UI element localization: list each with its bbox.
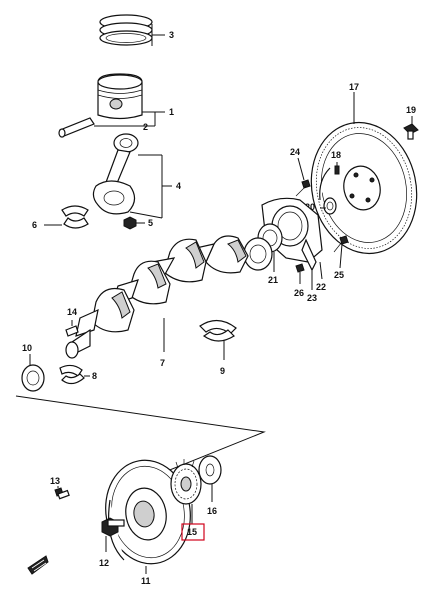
callout-4: 4: [176, 181, 181, 191]
front-oil-seal[interactable]: [21, 364, 45, 392]
callout-6: 6: [32, 220, 37, 230]
callout-19: 19: [406, 105, 416, 115]
callout-26: 26: [294, 288, 304, 298]
callout-13: 13: [50, 476, 60, 486]
flywheel-spacer[interactable]: [323, 197, 337, 215]
rod-bearings[interactable]: [61, 205, 89, 229]
housing-bolt-26[interactable]: [295, 263, 305, 273]
callout-21: 21: [268, 275, 278, 285]
callout-16: 16: [207, 506, 217, 516]
main-bearings[interactable]: [199, 319, 237, 342]
callout-17: 17: [349, 82, 359, 92]
callout-20: 20: [305, 202, 315, 212]
housing-bolt-25[interactable]: [333, 235, 349, 253]
callout-15: 15: [187, 527, 197, 537]
piston-rings[interactable]: [99, 14, 153, 46]
crankshaft[interactable]: [65, 235, 273, 359]
piston-pin[interactable]: [58, 117, 95, 138]
thrust-bearings[interactable]: [59, 364, 85, 385]
rod-nut[interactable]: [123, 216, 137, 230]
callout-9: 9: [220, 366, 225, 376]
callout-23: 23: [307, 293, 317, 303]
connecting-rod[interactable]: [92, 133, 139, 215]
callout-5: 5: [148, 218, 153, 228]
pulley-bolt[interactable]: [101, 517, 125, 537]
flywheel-bolt[interactable]: [403, 123, 419, 140]
callout-25: 25: [334, 270, 344, 280]
small-bolt-13[interactable]: [54, 487, 70, 500]
callout-3: 3: [169, 30, 174, 40]
hatched-arrow-icon: [27, 555, 49, 575]
crankshaft-pulley[interactable]: [98, 453, 199, 570]
callout-11: 11: [141, 576, 151, 586]
callout-24: 24: [290, 147, 300, 157]
flywheel[interactable]: [299, 113, 428, 264]
callout-12: 12: [99, 558, 109, 568]
callout-10: 10: [22, 343, 32, 353]
callout-7: 7: [160, 358, 165, 368]
callout-1: 1: [169, 107, 174, 117]
highlight-box-15: [181, 523, 205, 541]
crankshaft-key[interactable]: [65, 325, 79, 337]
timing-gear[interactable]: [170, 459, 204, 505]
callout-18: 18: [331, 150, 341, 160]
piston[interactable]: [97, 73, 143, 120]
callout-14: 14: [67, 307, 77, 317]
callout-22: 22: [316, 282, 326, 292]
thrust-washer[interactable]: [198, 455, 222, 485]
callout-8: 8: [92, 371, 97, 381]
callout-2: 2: [143, 122, 148, 132]
housing-bolt-24[interactable]: [295, 179, 311, 197]
flywheel-dowel[interactable]: [334, 165, 340, 175]
